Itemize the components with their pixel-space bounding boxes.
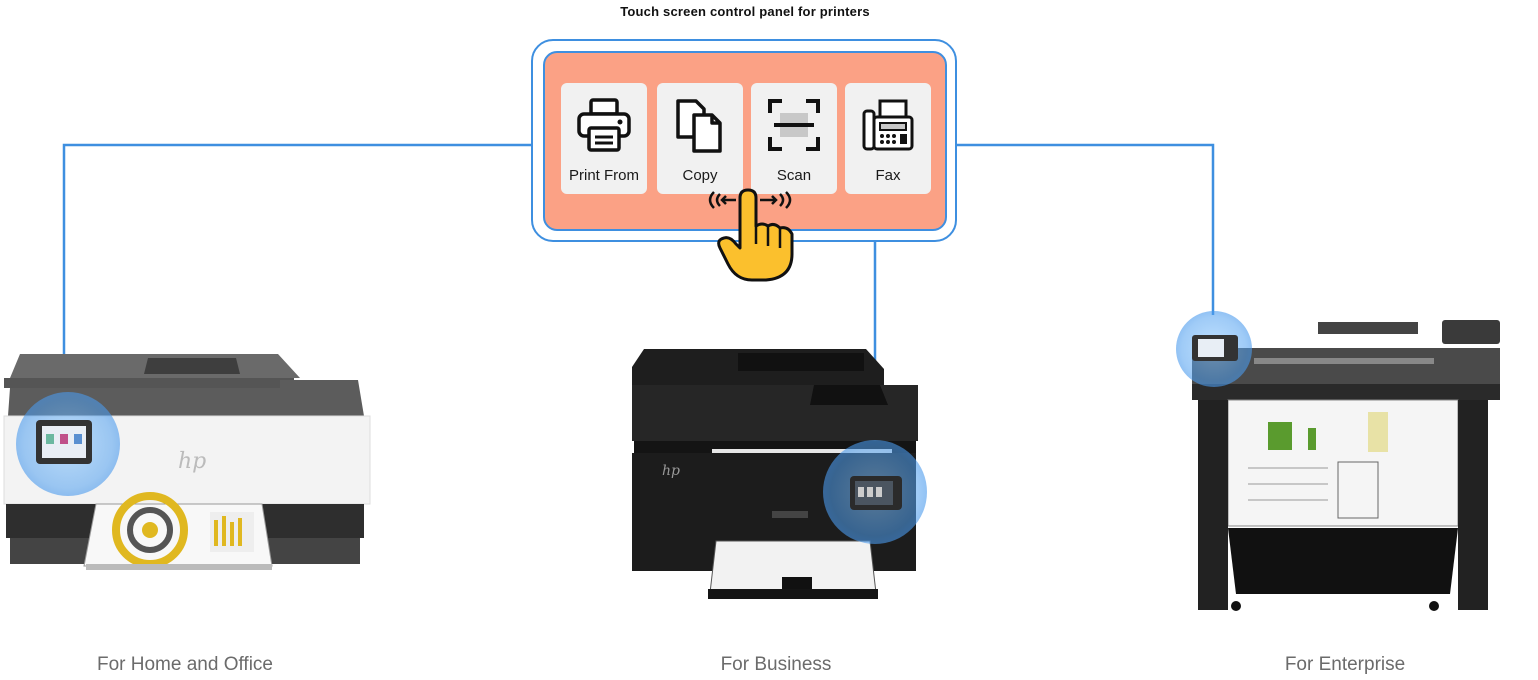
print-from-button[interactable]: Print From: [561, 83, 647, 194]
svg-text:hp: hp: [662, 463, 680, 479]
printer-icon: [577, 98, 631, 152]
svg-text:hp: hp: [178, 449, 206, 474]
scan-icon: [768, 99, 820, 151]
copy-label: Copy: [682, 167, 718, 184]
enterprise-plotter-icon: [1192, 320, 1500, 611]
caption-business: For Business: [720, 654, 832, 675]
home-office-touch-screen-icon: [36, 420, 92, 464]
fax-label: Fax: [875, 167, 901, 184]
copy-button[interactable]: Copy: [657, 83, 743, 194]
connector-home-office: [62, 143, 531, 395]
caption-home-office: For Home and Office: [96, 654, 273, 675]
business-touch-screen-icon: [850, 476, 902, 510]
scan-label: Scan: [776, 167, 812, 184]
fax-icon: [862, 99, 914, 151]
print-from-label: Print From: [568, 167, 639, 184]
scan-button[interactable]: Scan: [751, 83, 837, 194]
tap-hand-icon: [708, 188, 794, 282]
caption-enterprise: For Enterprise: [1284, 654, 1406, 675]
connector-enterprise: [957, 143, 1215, 315]
copy-icon: [676, 99, 722, 153]
enterprise-touch-screen-icon: [1192, 335, 1238, 361]
diagram-title: Touch screen control panel for printers: [620, 4, 870, 19]
fax-button[interactable]: Fax: [845, 83, 931, 194]
